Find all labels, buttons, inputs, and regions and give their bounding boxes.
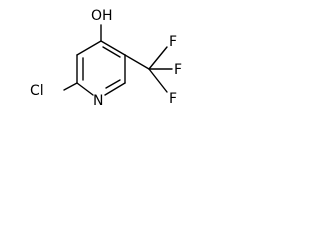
bond-c4-c3: [100, 40, 126, 56]
bond-c6-cl: [63, 82, 78, 91]
trifluoromethyl-group: [148, 46, 173, 93]
bond-c3-cf3: [124, 54, 150, 70]
bond-c4-c3-inner-double: [102, 46, 121, 58]
fluorine-right-label: F: [174, 62, 182, 78]
bond-c2-n-inner-double: [105, 79, 121, 89]
bond-c2-n: [104, 82, 126, 96]
bond-cf3-f-top: [148, 46, 168, 70]
fluorine-bottom-label: F: [169, 91, 177, 107]
bond-c5-c4: [76, 40, 102, 56]
chlorine-label: Cl: [30, 83, 44, 99]
pyridine-ring: [76, 40, 126, 96]
bond-cf3-f-bottom: [148, 68, 168, 93]
bond-n-c6: [76, 82, 94, 96]
fluorine-top-label: F: [169, 34, 177, 50]
hydroxyl-label: OH: [91, 8, 113, 24]
molecule-structure-diagram: OH Cl N F F F: [30, 8, 182, 109]
nitrogen-label: N: [93, 93, 103, 109]
